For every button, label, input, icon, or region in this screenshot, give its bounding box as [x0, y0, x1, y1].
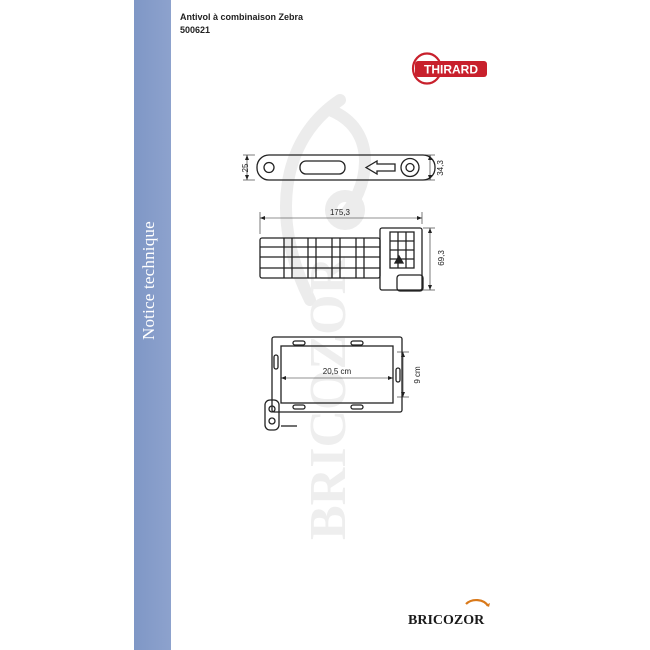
side-view	[259, 227, 424, 292]
svg-text:THIRARD: THIRARD	[424, 63, 478, 77]
dim-length: 175,3	[330, 208, 351, 217]
frame-view	[264, 336, 403, 431]
svg-text:BRICOZOR: BRICOZOR	[408, 613, 485, 628]
top-view	[256, 154, 436, 181]
bricozor-watermark: BRICOZOR	[280, 94, 371, 540]
dim-height: 69,3	[437, 250, 446, 266]
product-reference: 500621	[180, 25, 211, 35]
technical-drawing: 25 34,3 175,3 69,3 20,5 cm 9 cm	[241, 154, 446, 431]
dim-frame-height: 9 cm	[413, 366, 422, 384]
dim-frame-width: 20,5 cm	[323, 367, 352, 376]
dim-top-height: 25	[241, 163, 250, 172]
sidebar-title: Notice technique	[139, 221, 158, 340]
dim-top-right: 34,3	[436, 160, 445, 176]
svg-text:BRICOZOR: BRICOZOR	[300, 255, 357, 540]
product-title: Antivol à combinaison Zebra	[180, 12, 304, 22]
thirard-logo: THIRARD	[411, 52, 487, 85]
bricozor-logo: BRICOZOR	[408, 599, 490, 628]
sidebar-band: Notice technique	[134, 0, 171, 650]
